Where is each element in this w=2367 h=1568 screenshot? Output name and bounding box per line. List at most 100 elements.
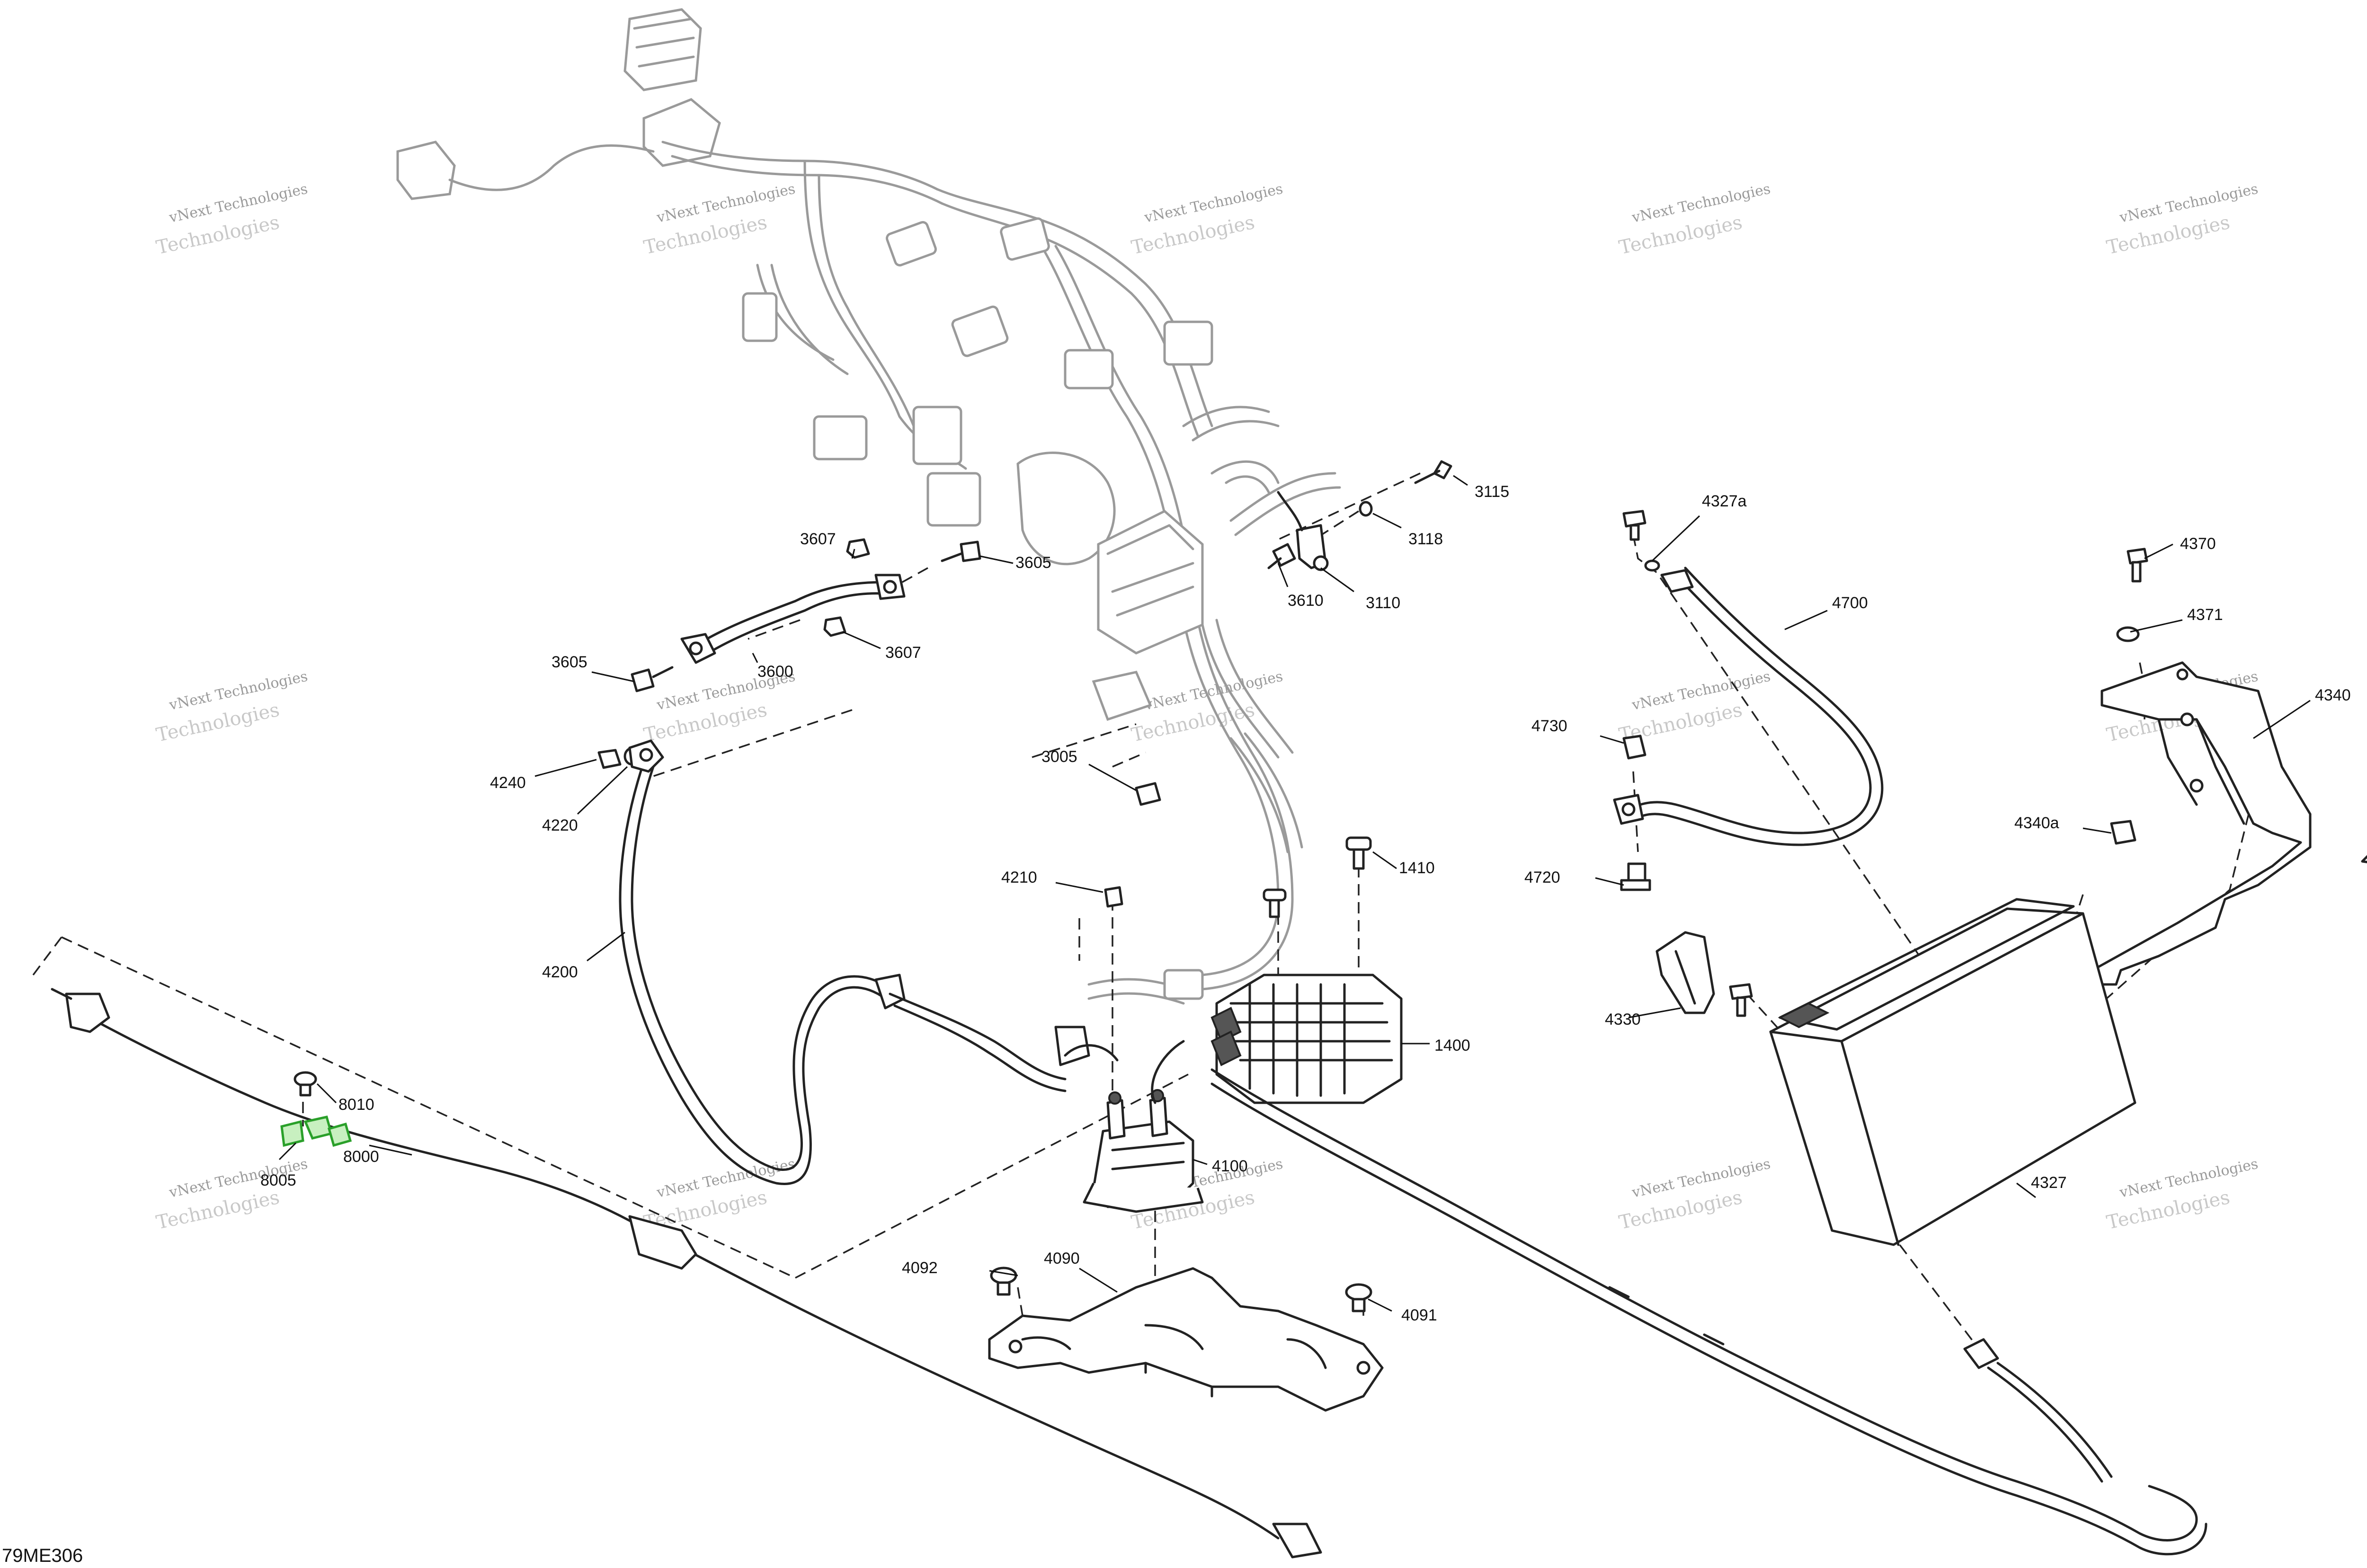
cable-clip (327, 1122, 352, 1147)
callout-4210: 4210 (1001, 868, 1037, 886)
wiring-connector (1272, 1523, 1322, 1559)
nut-3607 (846, 538, 870, 559)
fastener-3610 (1267, 543, 1296, 569)
voltage-regulator-1400 (1210, 974, 1403, 1104)
watermark: vNext Technologies Technologies (1617, 1156, 1772, 1234)
harness-connector (1163, 320, 1213, 366)
ground-strap-3600 (680, 574, 906, 664)
callout-3115: 3115 (1475, 483, 1509, 501)
callout-4090: 4090 (1044, 1249, 1080, 1267)
callout-labels: 3115 4327a 3118 3607 3605 3610 3110 4700… (260, 483, 2351, 1324)
harness-connector (951, 305, 1009, 357)
callout-3110: 3110 (1366, 594, 1400, 612)
watermark: vNext Technologies Technologies (154, 181, 309, 259)
harness-connector (1000, 217, 1050, 261)
callout-3607: 3607 (800, 530, 836, 548)
callout-3605: 3605 (1015, 554, 1051, 572)
callout-4240: 4240 (490, 774, 526, 792)
battery-cable-4700 (1613, 567, 1884, 846)
harness-connector-left (396, 141, 456, 200)
callout-4327: 4327 (2031, 1174, 2067, 1192)
callout-4100: 4100 (1212, 1157, 1248, 1175)
watermark: vNext Technologies Technologies (154, 668, 309, 746)
wiring-8000 (51, 988, 1322, 1559)
callout-4091: 4091 (1401, 1306, 1437, 1324)
callout-4200: 4200 (542, 963, 578, 981)
callout-4327a: 4327a (1702, 492, 1747, 510)
callout-3607: 3607 (885, 644, 921, 662)
bolt-4370 (2127, 548, 2148, 583)
push-rivet-4091 (1345, 1283, 1372, 1312)
bolt-3115 (1414, 460, 1452, 484)
callout-4720: 4720 (1524, 868, 1560, 886)
callout-4700: 4700 (1832, 594, 1868, 612)
battery-4327 (1769, 898, 2136, 1246)
sensor-3110 (1277, 491, 1329, 571)
harness-bottom-right (1210, 1068, 2207, 1556)
watermark: vNext Technologies Technologies (642, 181, 797, 259)
nut-3607 (823, 616, 846, 637)
bolt-1410 (1263, 888, 1287, 918)
harness-connector (642, 98, 721, 167)
nut-4210 (1104, 886, 1123, 908)
fuse-box (1097, 510, 1204, 655)
callout-4220: 4220 (542, 816, 578, 834)
harness-connector (886, 221, 937, 266)
nut-4240 (597, 749, 622, 769)
harness-connector (1064, 349, 1114, 390)
callout-4370: 4370 (2180, 535, 2216, 553)
harness-connector (742, 292, 778, 342)
harness-connector-top (623, 8, 702, 91)
callout-4340a: 4340a (2014, 814, 2059, 832)
callout-3610: 3610 (1288, 592, 1324, 610)
harness-connector (1092, 671, 1152, 721)
watermark: vNext Technologies Technologies (1617, 668, 1772, 746)
callout-8010: 8010 (338, 1096, 374, 1114)
callout-4371: 4371 (2187, 606, 2223, 624)
watermark: vNext Technologies Technologies (1130, 668, 1284, 746)
bolt-3005 (1135, 782, 1161, 806)
bolt-4720 (1620, 862, 1651, 891)
callout-1400: 1400 (1434, 1036, 1470, 1054)
watermark: vNext Technologies Technologies (2105, 181, 2260, 259)
watermark: vNext Technologies Technologies (642, 1156, 797, 1234)
bolt-3605 (941, 540, 981, 562)
wiring-connector (628, 1215, 697, 1270)
leader-lines (278, 475, 2311, 1312)
harness-connector (912, 406, 962, 465)
watermark: vNext Technologies Technologies (1617, 181, 1772, 259)
harness-sensor (1016, 452, 1116, 566)
callout-3118: 3118 (1408, 530, 1443, 548)
diagram-code: 79ME306 (2, 1545, 83, 1566)
screw-4330 (1729, 983, 1753, 1017)
wiring-connector (65, 992, 110, 1033)
cable-clip (303, 1116, 333, 1140)
starter-solenoid-4100 (1083, 1040, 1204, 1213)
solenoid-bracket-4090 (988, 1267, 1384, 1412)
battery-hold-down-4340 (2091, 661, 2367, 986)
callout-4340: 4340 (2315, 686, 2351, 704)
cable-clips-8005 (280, 1116, 352, 1147)
callout-3005: 3005 (1041, 748, 1077, 766)
callout-4092: 4092 (902, 1259, 938, 1277)
bolt-4327a (1622, 510, 1660, 572)
callout-4730: 4730 (1531, 717, 1567, 735)
callout-3605: 3605 (552, 653, 587, 671)
harness-connector (813, 415, 868, 461)
cable-4200 (619, 739, 1119, 1185)
callout-3600: 3600 (757, 663, 793, 681)
bolt-3605 (631, 666, 674, 692)
callout-8005: 8005 (260, 1171, 296, 1189)
watermark: vNext Technologies Technologies (2105, 1156, 2260, 1234)
watermark: vNext Technologies Technologies (154, 1156, 309, 1234)
callout-1410: 1410 (1399, 859, 1435, 877)
nut-4340a (2110, 820, 2136, 845)
washer-4371 (2116, 626, 2140, 642)
watermark: vNext Technologies Technologies (1130, 181, 1284, 259)
harness-connector (926, 472, 981, 527)
push-rivet-8010 (294, 1071, 317, 1097)
main-wiring-harness (396, 8, 1341, 1005)
callout-8000: 8000 (343, 1148, 379, 1166)
